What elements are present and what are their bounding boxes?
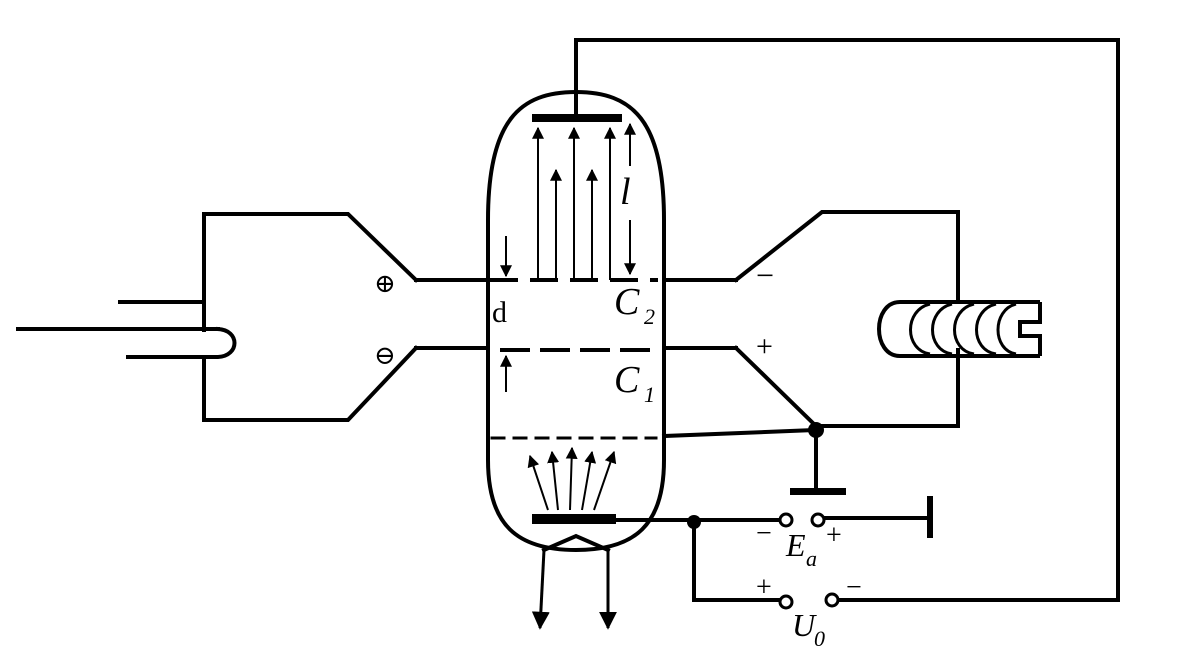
tube-envelope (486, 89, 666, 553)
heater-filament (541, 533, 611, 553)
ea-terminal-bar (927, 496, 933, 538)
label-c1-sub: 1 (644, 382, 655, 407)
label-ea: E (785, 527, 806, 563)
label-c1: C (614, 359, 640, 401)
ea-terminal-right (810, 512, 826, 528)
ea-terminal-left (778, 512, 794, 528)
anode-plate (532, 114, 622, 122)
label-u0: U (792, 607, 817, 643)
plus-circle-symbol: ⊕ (374, 269, 396, 298)
junction-dot-cathode (687, 515, 701, 529)
outer-loop-wire (574, 38, 1120, 602)
ground-plate (790, 488, 846, 495)
heater-output-arrows (531, 549, 617, 630)
right-minus-sign: − (756, 257, 774, 293)
right-housing-upper (733, 210, 960, 302)
coax-loop (126, 326, 237, 359)
right-plus-sign: + (756, 330, 773, 363)
label-ea-sub: a (806, 546, 817, 571)
label-d: d (492, 296, 507, 329)
u0-plus-sign: + (756, 572, 772, 603)
label-l: l (620, 171, 631, 213)
junction-dot-grid (808, 422, 824, 438)
left-housing-upper (202, 212, 419, 332)
cathode (532, 514, 616, 524)
coil-resonator (877, 300, 1042, 358)
ea-minus-sign: − (756, 518, 772, 549)
left-housing-lower (202, 345, 419, 422)
label-c2-sub: 2 (644, 304, 655, 329)
electron-beams-cathode (527, 446, 617, 511)
label-c2: C (614, 281, 640, 323)
right-housing-lower (733, 345, 960, 428)
u0-terminal-right (824, 592, 840, 608)
ea-plus-sign: + (826, 520, 842, 551)
electron-beams-upper (532, 126, 616, 280)
u0-minus-sign: − (846, 572, 862, 603)
label-u0-sub: 0 (814, 626, 825, 651)
grid-lower-wire (661, 427, 819, 439)
u0-terminal-left (778, 594, 794, 610)
minus-circle-symbol: ⊖ (374, 341, 396, 370)
